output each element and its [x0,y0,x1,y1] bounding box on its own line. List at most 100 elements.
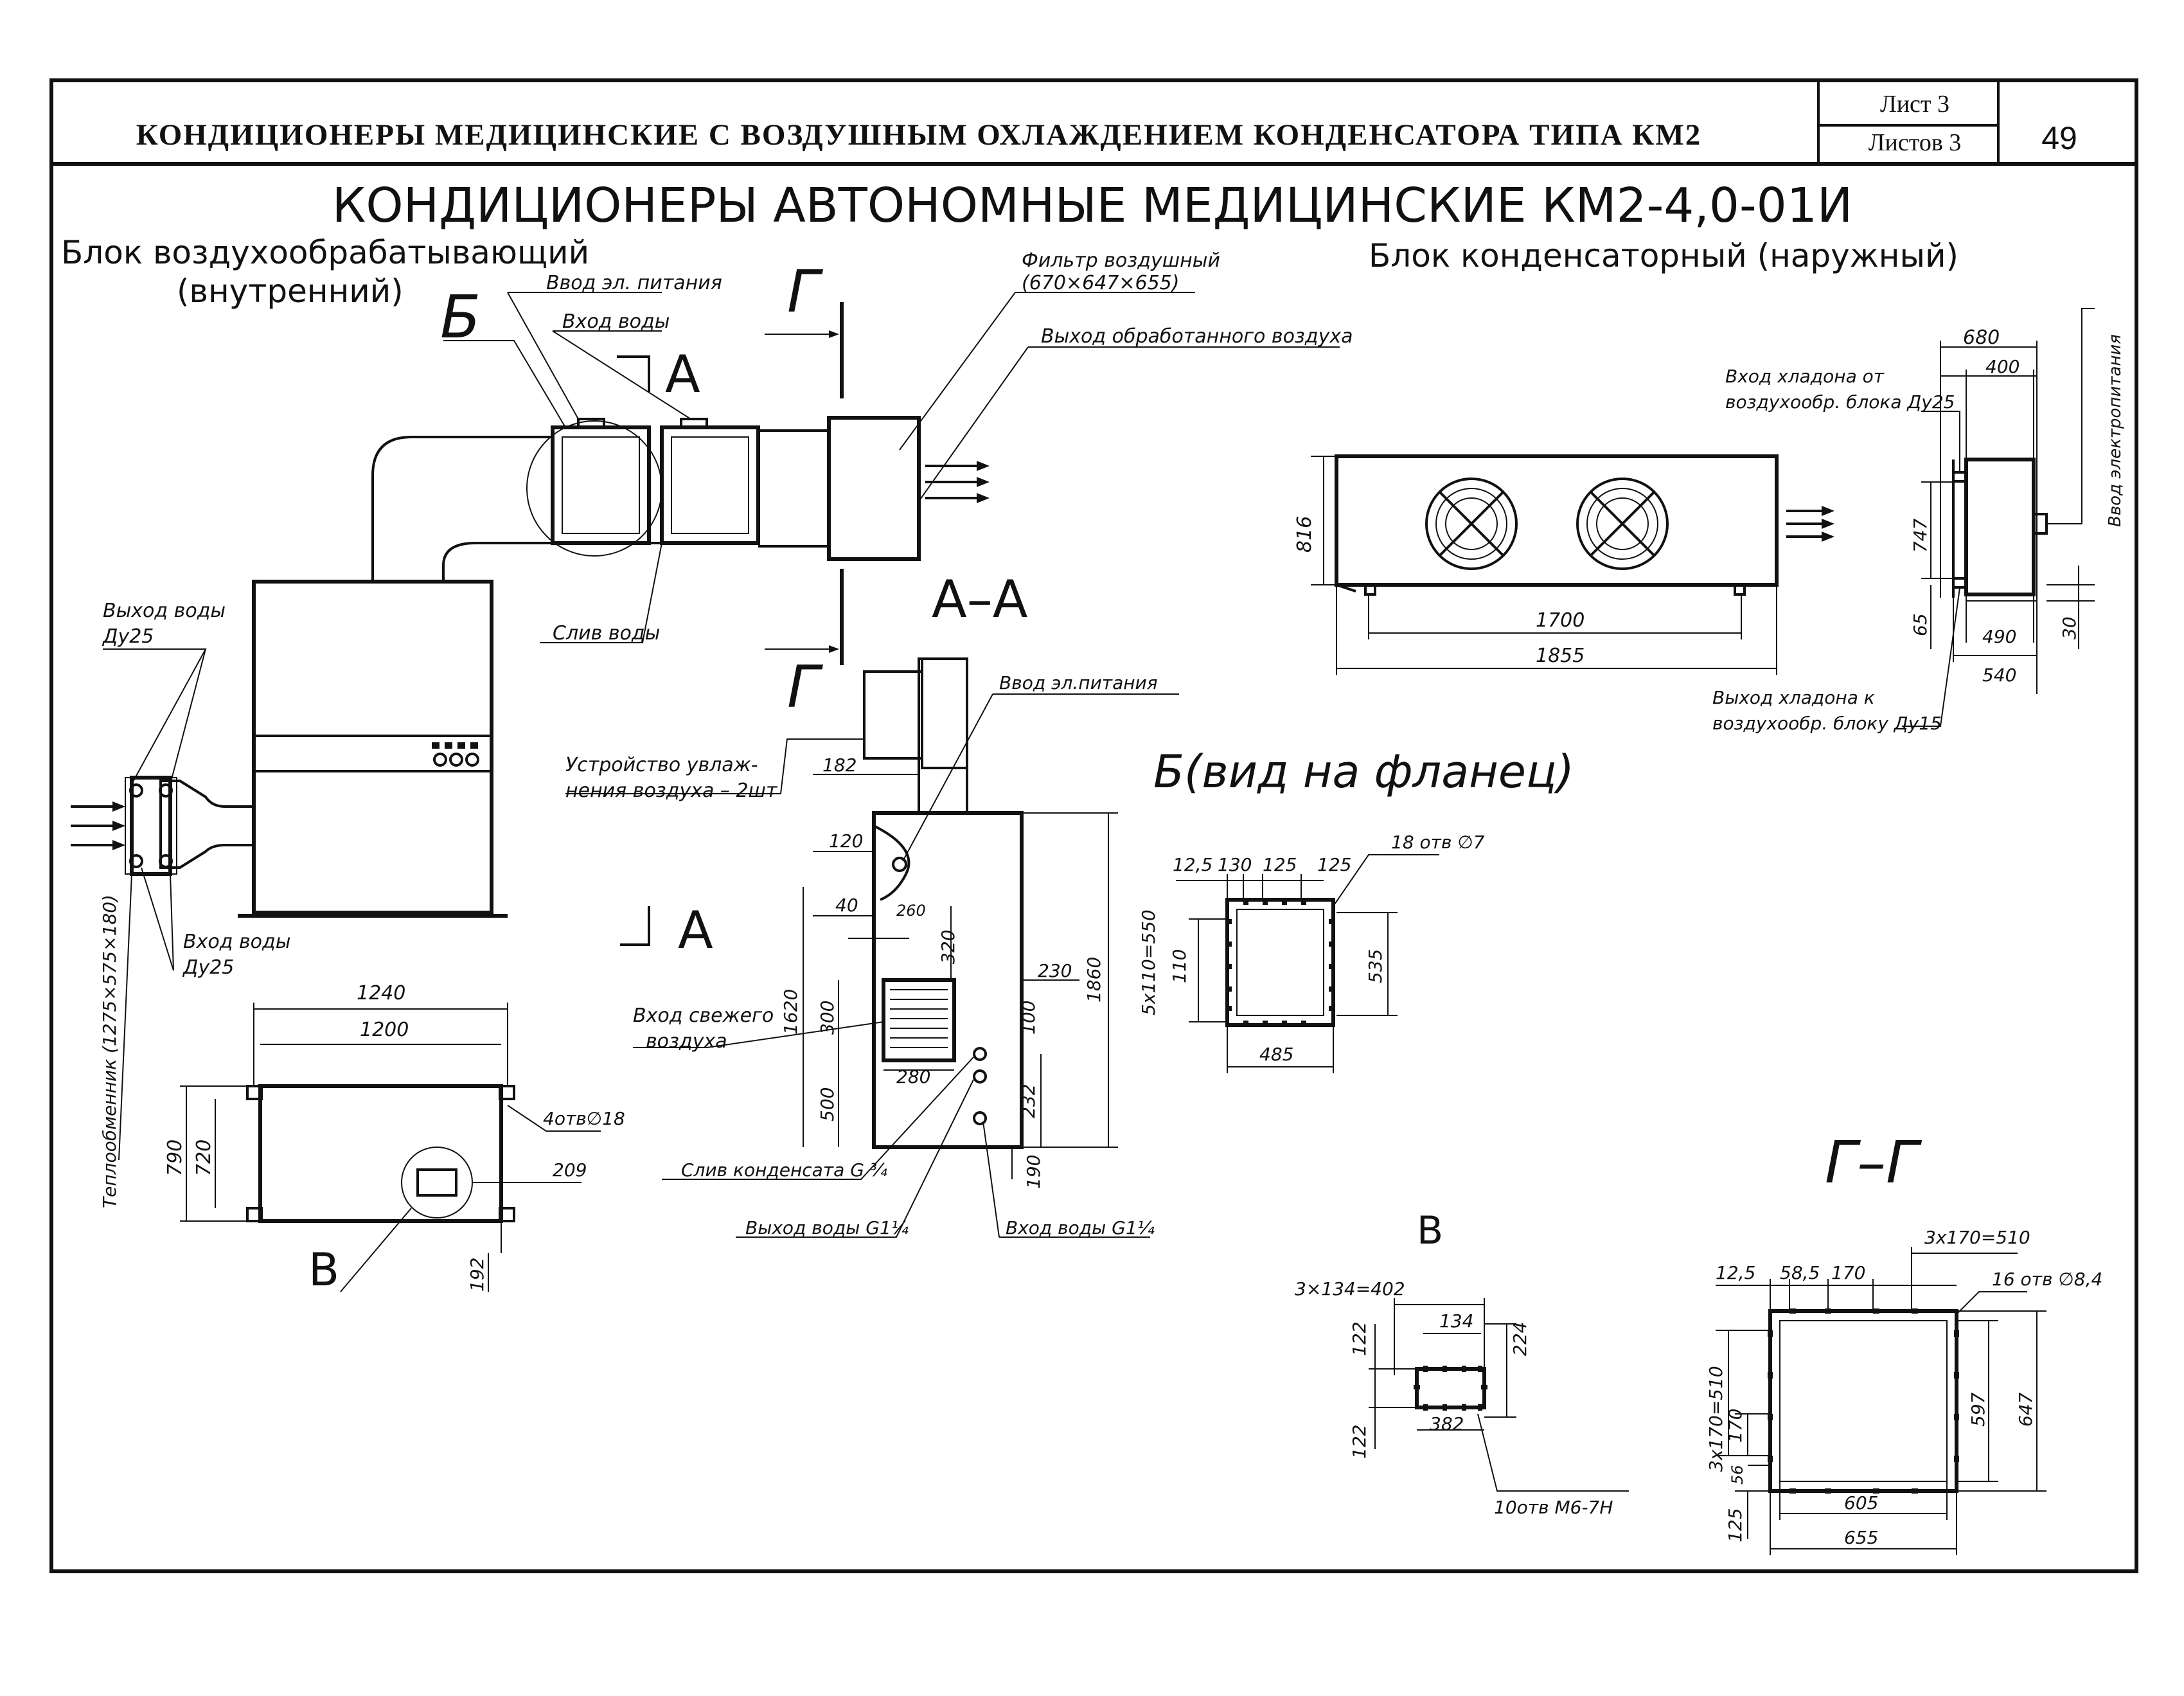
section-mark-v: В [308,1244,339,1296]
dim-224: 224 [1509,1322,1531,1356]
leader-water-out-g [736,1079,974,1238]
detail-v-circle [401,1147,473,1218]
freon-out-port [1952,577,1967,589]
dim-655: 655 [1844,1527,1878,1548]
section-title-aa: А–А [932,569,1028,629]
dim-190: 190 [1023,1155,1044,1189]
indoor-unit-top-view [180,1003,601,1292]
dim-400: 400 [1985,356,2020,377]
label-holes-4: 4отв∅18 [543,1108,625,1129]
dim-3x170: 3x170=510 [1924,1227,2030,1248]
dim-58-5: 58,5 [1780,1262,1820,1283]
condenser-unit-front [1311,454,1834,675]
air-filter-box [827,416,921,561]
dim-485: 485 [1259,1044,1293,1065]
section-g-cut-line [765,302,844,665]
air-duct-riser [371,436,553,582]
condensate-drain-fitting [973,1047,987,1061]
fan-2 [1576,478,1669,570]
flange-inner [1236,909,1324,1016]
flange-dimension-lines [1176,854,1439,1073]
dim-100: 100 [1018,1001,1039,1035]
dim-680: 680 [1963,326,2000,349]
condenser-foot-left [1336,584,1356,593]
detail-b-circle [526,420,662,557]
dim-1855: 1855 [1536,645,1585,667]
label-treated-air-outlet: Выход обработанного воздуха [1041,325,1353,348]
dim-260: 260 [896,902,926,920]
leader-water-out [103,648,207,785]
label-water-outlet: Выход воды [103,600,226,622]
label-water-inlet-du: Вход воды [183,931,290,953]
dim-647: 647 [2015,1392,2036,1427]
section-aa-view [565,657,1179,1238]
label-water-out-g: Выход воды G1¼ [745,1217,909,1238]
leader-water-in-du [141,867,174,971]
leader-drain [540,542,662,643]
view-v-dimension-lines [1369,1298,1629,1492]
dim-125b: 125 [1317,854,1351,875]
sheet-label: Лист 3 [1879,91,1950,118]
flange-view-b [1176,854,1439,1073]
dim-1200: 1200 [360,1019,409,1041]
duct-transition [758,429,830,548]
label-freon-in: Вход хладона от [1725,366,1885,387]
dim-122b: 122 [1349,1425,1370,1459]
label-power-input: Ввод эл. питания [546,272,722,294]
label-water-inlet-du-size: Ду25 [182,956,234,979]
label-holes-10: 10отв М6-7Н [1494,1497,1613,1518]
duct-section-2 [660,425,760,545]
label-humidifier-count: нения воздуха – 2шт [565,780,778,802]
aa-power-inlet [892,857,907,872]
label-air-filter: Фильтр воздушный [1022,249,1220,272]
dim-320: 320 [937,930,959,964]
section-gg [1716,1247,2046,1555]
dim-12-5: 12,5 [1173,854,1212,875]
top-view-outline [258,1084,503,1223]
dim-720: 720 [193,1139,215,1176]
dim-747: 747 [1910,518,1931,553]
gg-holes [1768,1308,1959,1494]
gg-flange-inner [1779,1320,1948,1482]
label-freon-out-size: воздухообр. блоку Ду15 [1712,713,1942,734]
outdoor-block-title: Блок конденсаторный (наружный) [1369,237,1958,274]
intake-air-arrows [71,801,125,850]
side-dimension-lines [1902,308,2095,727]
dim-500: 500 [817,1087,838,1121]
label-water-inlet: Вход воды [562,310,670,333]
duct-section-1-inner [562,436,640,534]
label-water-in-g: Вход воды G1¼ [1006,1217,1155,1238]
label-air-filter-size: (670×647×655) [1022,272,1179,294]
dim-382: 382 [1430,1413,1464,1434]
dim-30: 30 [2059,616,2080,639]
dim-120: 120 [829,830,863,852]
leader-humidifier [565,738,864,794]
section-mark-a-lower: А [678,900,713,960]
dim-605: 605 [1844,1492,1878,1513]
view-v-holes [1414,1366,1487,1411]
dim-122a: 122 [1349,1322,1370,1356]
control-panel-buttons [432,742,479,767]
condenser-housing [1335,454,1779,587]
main-title: КОНДИЦИОНЕРЫ АВТОНОМНЫЕ МЕДИЦИНСКИЕ КМ2-… [332,178,1852,233]
dim-134: 134 [1439,1310,1473,1332]
dim-230: 230 [1038,960,1072,981]
dim-300: 300 [817,1001,838,1035]
dim-232: 232 [1018,1084,1039,1118]
dim-3x134: 3×134=402 [1295,1278,1405,1299]
label-heat-exchanger: Теплообменник (1275×575×180) [99,895,120,1208]
leader-heat-exchanger [118,873,132,1161]
condenser-air-arrows [1786,506,1834,542]
power-inlet-box [577,418,605,429]
label-fresh-air: Вход свежего [633,1004,774,1027]
label-aa-power: Ввод эл.питания [999,672,1158,693]
dim-1860: 1860 [1083,957,1105,1003]
gg-flange-outline [1768,1309,1958,1493]
label-flange-holes: 18 отв ∅7 [1391,832,1485,853]
dim-56: 56 [1728,1465,1746,1485]
dim-209: 209 [553,1159,587,1181]
label-humidifier: Устройство увлаж- [565,754,758,776]
fan-1 [1425,478,1518,570]
water-outlet-fitting [973,1069,987,1084]
